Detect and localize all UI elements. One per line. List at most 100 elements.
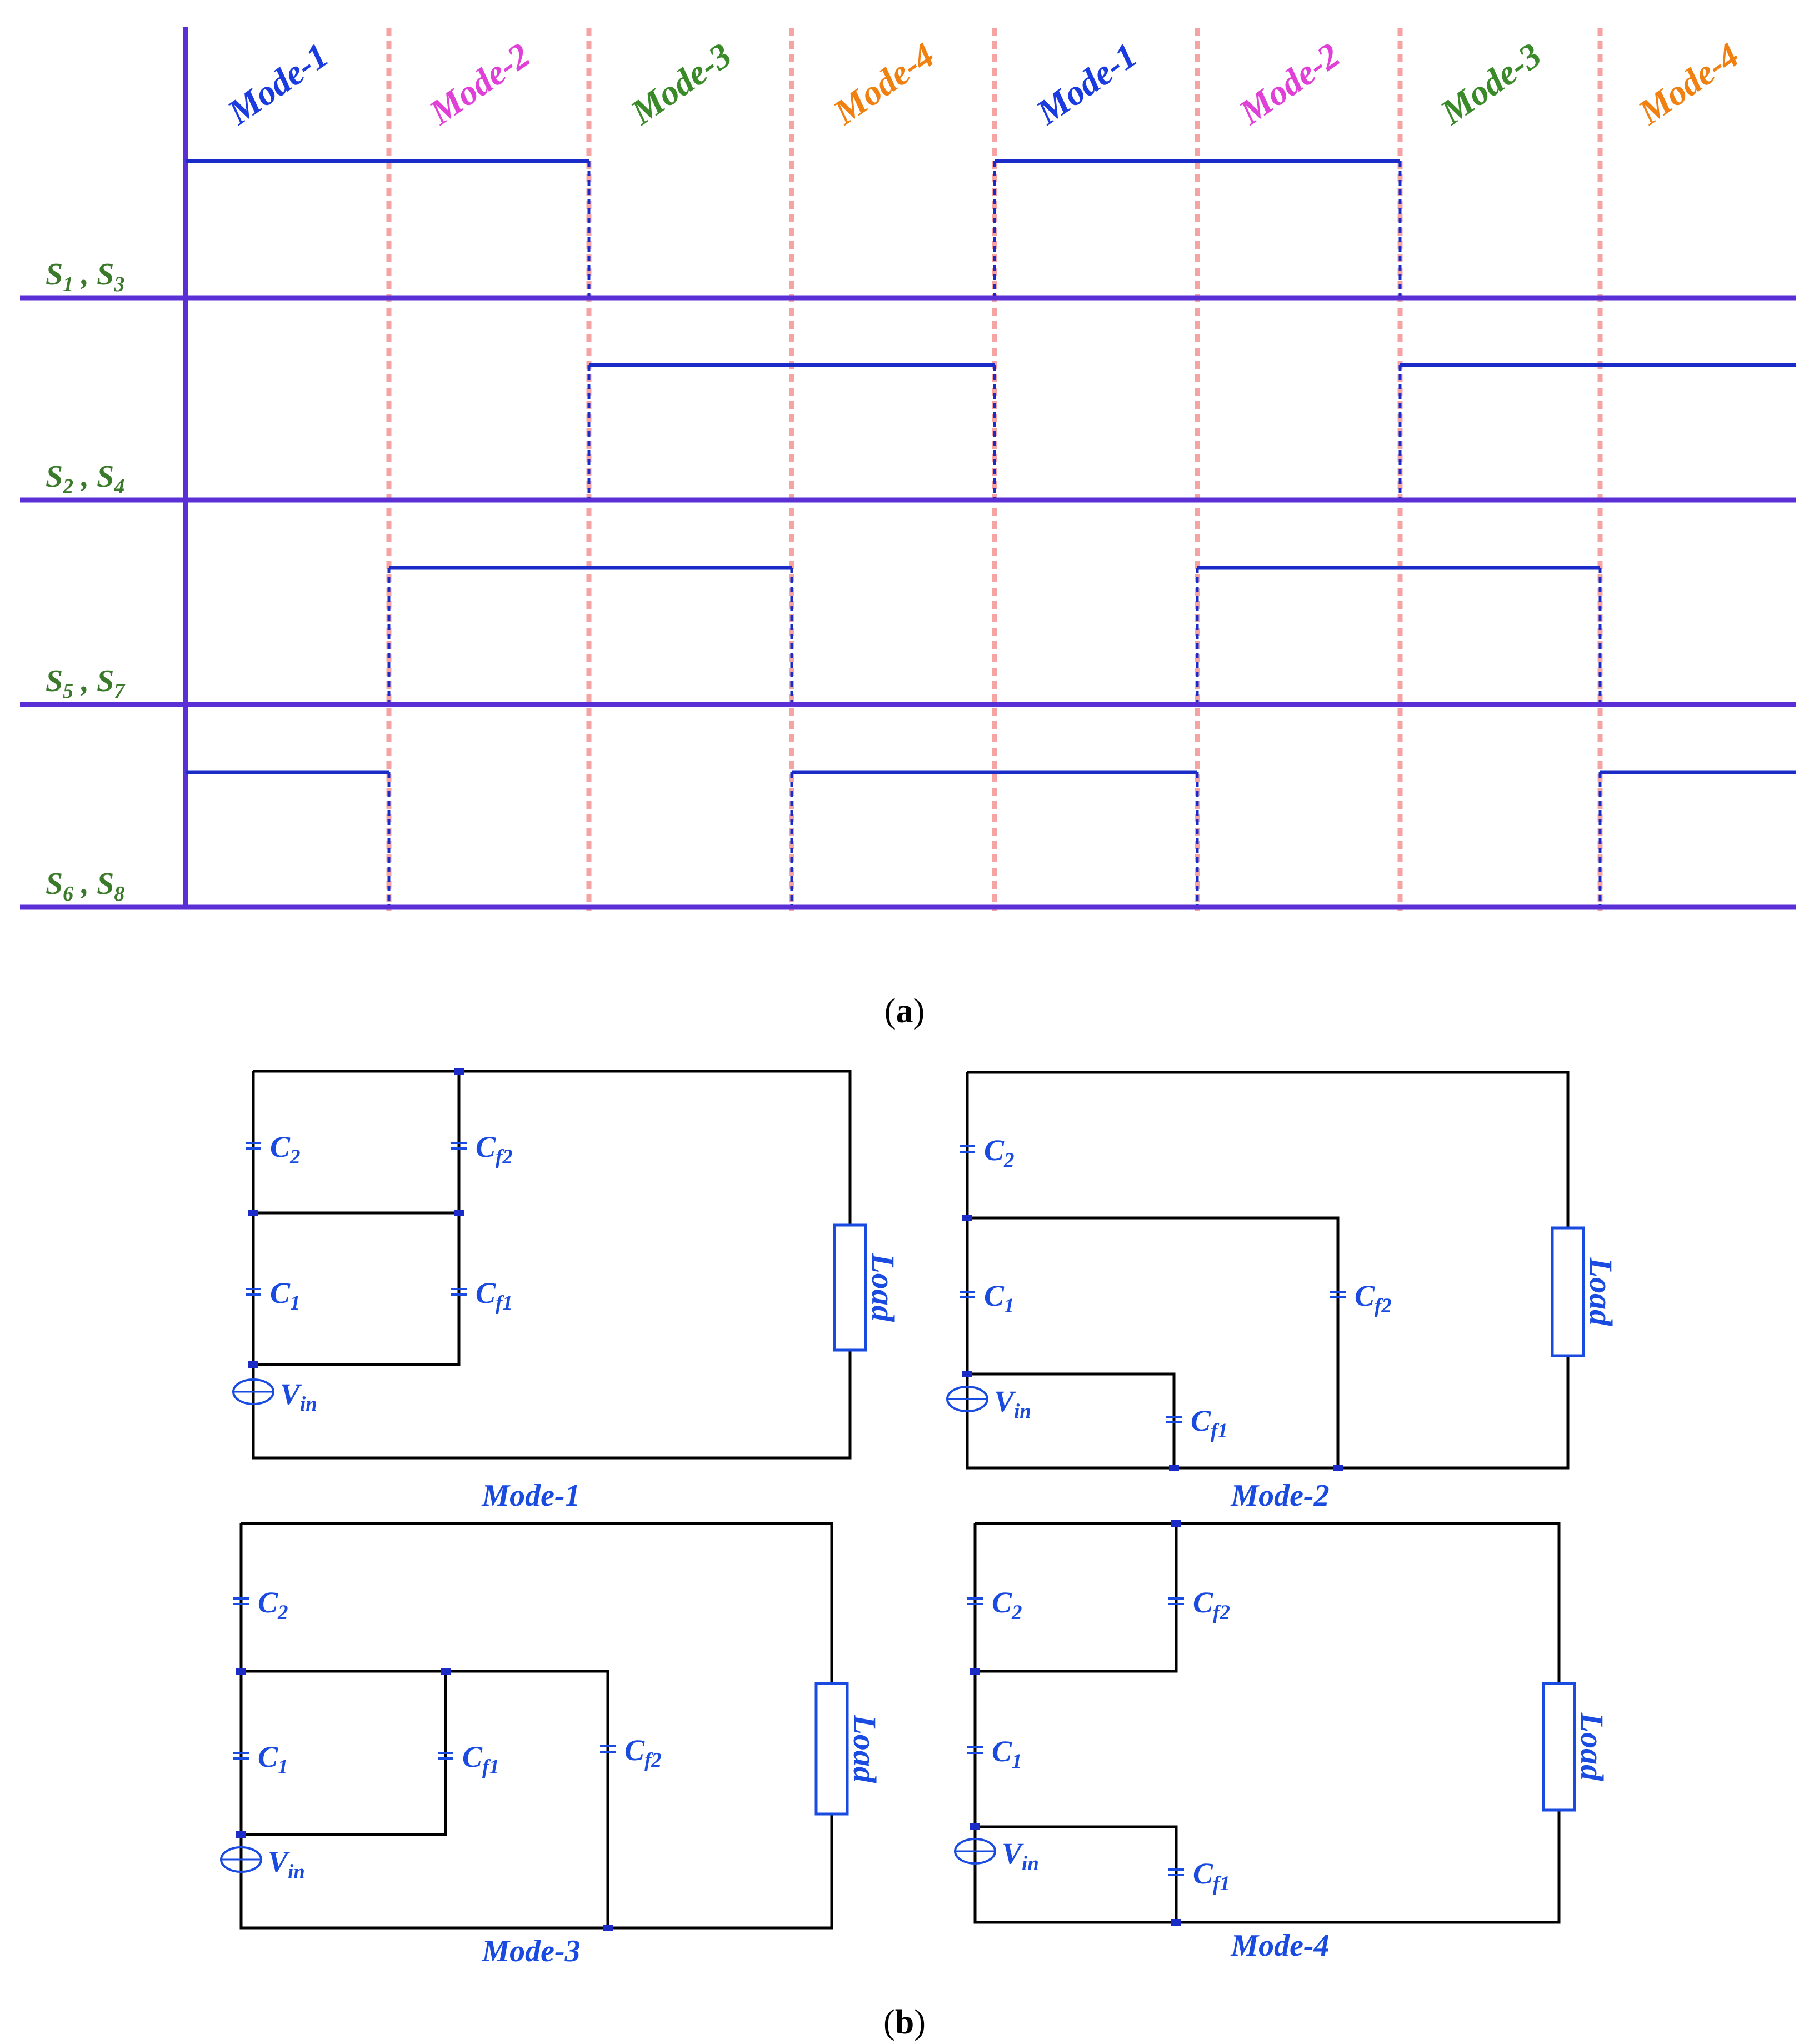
label-main: C [1193, 1586, 1213, 1619]
load-resistor [814, 1682, 849, 1816]
label-subscript: in [1014, 1400, 1031, 1423]
load-label: Load [1583, 1257, 1619, 1326]
junction-node [236, 1668, 246, 1675]
label-main: C [462, 1740, 483, 1773]
junction-node [603, 1925, 613, 1931]
label-main: C [476, 1276, 496, 1310]
label-subscript: 2 [1003, 1149, 1015, 1172]
voltage-source-label: Vin [268, 1845, 305, 1883]
signal-label: S5 , S7 [46, 664, 126, 703]
label-main: C [984, 1279, 1005, 1312]
junction-node [1171, 1520, 1181, 1527]
capacitor-label-Cf1: Cf1 [1191, 1404, 1228, 1442]
wire [253, 1071, 461, 1366]
signal-2: S2 , S4 [46, 363, 1796, 498]
junction-node [248, 1361, 258, 1368]
label-subscript: in [288, 1861, 305, 1883]
label-subscript: f2 [1213, 1601, 1230, 1624]
label-main: C [992, 1586, 1012, 1619]
capacitor-label-C2: C2 [984, 1133, 1015, 1172]
label-subscript: f2 [1375, 1295, 1392, 1317]
mode-label: Mode-2 [1232, 35, 1347, 132]
capacitor-label-C1: C1 [270, 1276, 301, 1315]
voltage-source-label: Vin [994, 1385, 1031, 1423]
label-main: C [1191, 1404, 1211, 1437]
label-main: V [268, 1845, 290, 1878]
junction-node [1333, 1465, 1343, 1471]
mode-circuit-title: Mode-3 [481, 1934, 580, 1968]
capacitor-label-Cf2: Cf2 [1355, 1279, 1392, 1317]
label-main: S [46, 664, 63, 698]
label-main: S [97, 867, 114, 901]
label-main: C [258, 1740, 278, 1773]
caption-a: (a) [884, 992, 925, 1030]
capacitor-label-C2: C2 [270, 1130, 301, 1168]
wire [975, 1825, 1178, 1922]
label-main: V [280, 1377, 302, 1411]
signal-label: S6 , S8 [46, 867, 124, 906]
capacitor-label-Cf2: Cf2 [476, 1130, 513, 1168]
capacitor-label-Cf2: Cf2 [1193, 1586, 1230, 1624]
label-subscript: f2 [496, 1146, 513, 1168]
label-subscript: 1 [278, 1756, 288, 1778]
label-subscript: in [300, 1393, 317, 1416]
mode-label: Mode-2 [422, 35, 537, 132]
label-subscript: f1 [1211, 1420, 1228, 1442]
wire [253, 1070, 852, 1225]
label-main: S [97, 664, 114, 698]
mode-label: Mode-1 [220, 35, 336, 132]
label-subscript: 2 [289, 1146, 301, 1168]
label-separator: , [73, 867, 97, 901]
caption-b: (b) [883, 2003, 926, 2041]
label-separator: , [73, 257, 97, 292]
capacitor-label-C2: C2 [258, 1586, 288, 1624]
label-main: S [97, 257, 114, 292]
label-subscript: 7 [114, 679, 126, 703]
load-label: Load [847, 1714, 883, 1783]
wire [967, 1372, 1176, 1468]
junction-node [1169, 1465, 1179, 1471]
junction-node [1171, 1919, 1181, 1926]
junction-node [970, 1823, 980, 1830]
label-main: S [46, 867, 63, 901]
junction-node [962, 1371, 972, 1377]
junction-node [970, 1668, 980, 1675]
capacitor-label-C1: C1 [992, 1735, 1022, 1773]
label-separator: , [73, 459, 97, 494]
label-subscript: 1 [1012, 1750, 1022, 1773]
signal-label: S1 , S3 [46, 257, 124, 296]
wire [966, 1072, 1570, 1470]
junction-node [454, 1068, 464, 1075]
capacitor-label-Cf1: Cf1 [476, 1276, 513, 1315]
label-subscript: 4 [113, 475, 124, 498]
label-main: S [46, 257, 63, 292]
subfigure-captions: (a) (b) [883, 992, 926, 2041]
label-main: V [994, 1385, 1016, 1418]
wire [241, 1670, 609, 1928]
mode-circuit-title: Mode-2 [1230, 1478, 1329, 1513]
load-label: Load [1574, 1712, 1610, 1781]
capacitor-label-C1: C1 [984, 1279, 1015, 1317]
label-subscript: 3 [113, 273, 124, 296]
capacitor-label-Cf2: Cf2 [624, 1733, 662, 1772]
label-main: C [984, 1133, 1005, 1167]
mode-circuit-title: Mode-1 [481, 1478, 580, 1513]
wire [239, 1523, 833, 1930]
capacitor-label-C2: C2 [992, 1586, 1022, 1624]
junction-node [962, 1215, 972, 1221]
wire [975, 1523, 1178, 1673]
label-subscript: 2 [1011, 1601, 1022, 1624]
label-main: C [258, 1586, 278, 1619]
capacitor-label-Cf1: Cf1 [462, 1740, 499, 1778]
mode-label: Mode-4 [1631, 35, 1746, 132]
wire [241, 1671, 447, 1836]
label-main: S [97, 459, 114, 494]
label-subscript: 6 [63, 882, 73, 906]
label-main: C [624, 1733, 645, 1767]
load-resistor [1542, 1682, 1576, 1812]
